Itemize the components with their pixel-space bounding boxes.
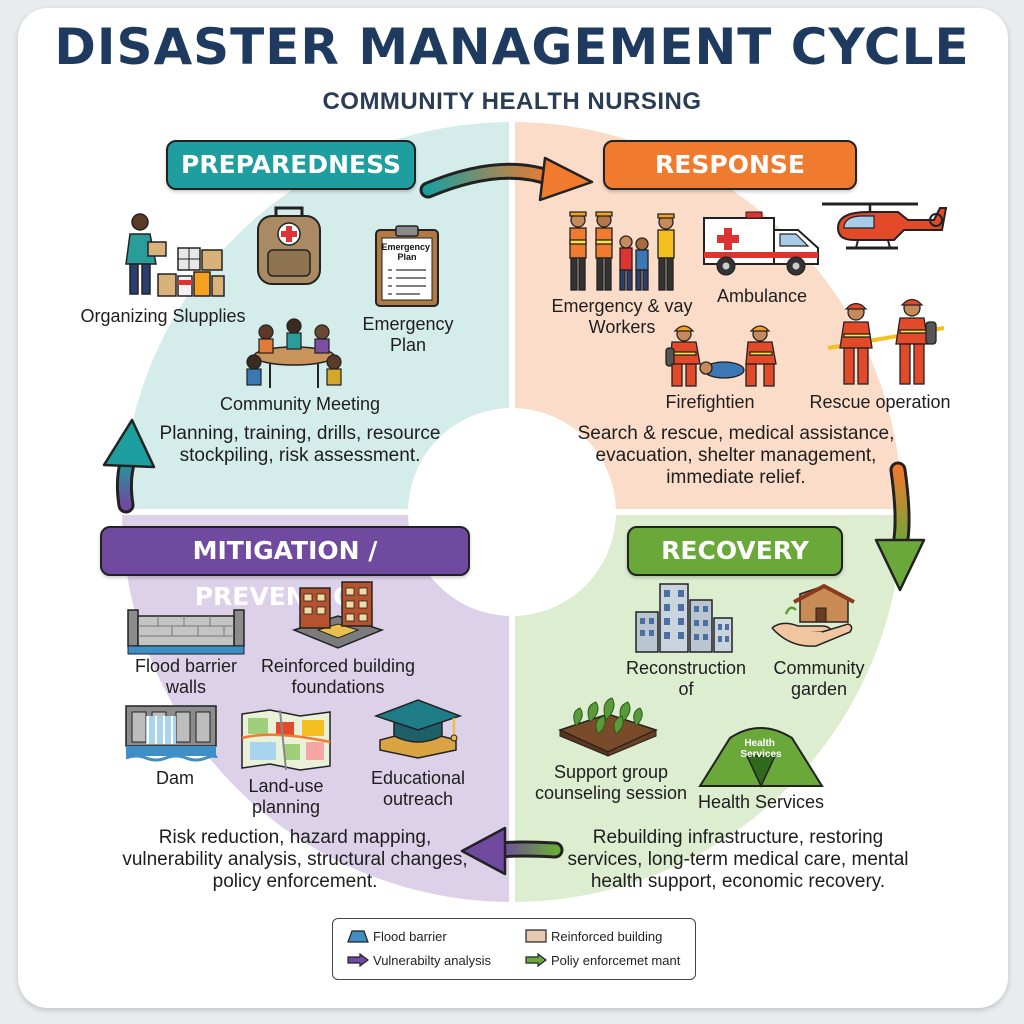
legend-label: Flood barrier bbox=[373, 929, 447, 944]
label-support-group: Support group counseling session bbox=[534, 762, 688, 803]
label-rescue-operation: Rescue operation bbox=[809, 392, 951, 412]
arrow-mitigation-to-preparedness bbox=[102, 418, 156, 514]
organizing-supplies-icon bbox=[118, 210, 228, 305]
legend-item-flood-barrier: Flood barrier bbox=[347, 928, 517, 946]
label-reinforced-building: Reinforced building foundations bbox=[260, 656, 416, 697]
health-services-tent-icon: Health Services bbox=[696, 716, 826, 790]
svg-text:Emergency Plan: Emergency Plan bbox=[381, 242, 432, 262]
tent-text-line: Health bbox=[744, 738, 775, 749]
clipboard-text-line: Emergency bbox=[381, 242, 430, 252]
dam-icon bbox=[125, 702, 218, 764]
graduation-cap-icon bbox=[372, 698, 464, 759]
page-subtitle: COMMUNITY HEALTH NURSING bbox=[322, 88, 702, 115]
flood-barrier-swatch-icon bbox=[347, 930, 369, 943]
firefighters-rescue-icon bbox=[660, 322, 788, 388]
label-emergency-workers: Emergency & vay Workers bbox=[551, 296, 693, 337]
label-ambulance: Ambulance bbox=[716, 286, 808, 306]
label-community-garden: Community garden bbox=[773, 658, 865, 699]
arrow-recovery-to-mitigation bbox=[460, 826, 564, 876]
response-description: Search & rescue, medical assistance, eva… bbox=[577, 423, 895, 488]
helicopter-icon bbox=[818, 198, 948, 256]
emergency-workers-icon bbox=[562, 208, 682, 294]
response-badge: RESPONSE bbox=[603, 140, 857, 190]
recovery-badge: RECOVERY bbox=[627, 526, 843, 576]
legend-item-policy: Poliy enforcemet mant bbox=[525, 952, 690, 970]
legend: Flood barrier Reinforced building Vulner… bbox=[332, 918, 696, 980]
label-land-use-planning: Land-use planning bbox=[248, 776, 324, 817]
preparedness-badge: PREPAREDNESS bbox=[166, 140, 416, 190]
mitigation-quadrant bbox=[122, 512, 512, 902]
hand-house-garden-icon bbox=[770, 584, 856, 650]
purple-arrow-icon bbox=[347, 953, 369, 967]
preparedness-quadrant bbox=[122, 122, 512, 512]
clipboard-text-line: Plan bbox=[397, 252, 416, 262]
green-arrow-icon bbox=[525, 953, 547, 967]
svg-text:Health Services: Health Services bbox=[740, 738, 782, 760]
label-community-meeting: Community Meeting bbox=[219, 394, 381, 414]
label-firefighters: Firefightien bbox=[665, 392, 755, 412]
ambulance-icon bbox=[702, 210, 822, 280]
arrow-preparedness-to-response bbox=[419, 156, 594, 202]
tent-text-line: Services bbox=[740, 749, 782, 760]
flood-barrier-icon bbox=[127, 604, 245, 655]
reconstruction-buildings-icon bbox=[632, 582, 736, 654]
legend-item-vulnerability: Vulnerabilty analysis bbox=[347, 952, 517, 970]
label-educational-outreach: Educational outreach bbox=[370, 768, 466, 809]
rescue-operation-icon bbox=[826, 298, 946, 388]
emergency-plan-clipboard-icon: Emergency Plan bbox=[374, 224, 440, 308]
backpack-icon bbox=[248, 200, 330, 288]
land-use-map-icon bbox=[240, 708, 332, 772]
mitigation-badge: MITIGATION / PREVENTION bbox=[100, 526, 470, 611]
legend-label: Vulnerabilty analysis bbox=[373, 953, 492, 968]
label-reconstruction: Reconstruction of bbox=[625, 658, 747, 699]
preparedness-description: Planning, training, drills, resource sto… bbox=[159, 423, 441, 466]
mitigation-description: Risk reduction, hazard mapping, vulnerab… bbox=[122, 827, 468, 892]
community-meeting-icon bbox=[240, 318, 348, 390]
label-organizing-supplies: Organizing Slupplies bbox=[80, 306, 246, 326]
page-title: DISASTER MANAGEMENT CYCLE bbox=[54, 18, 970, 76]
label-emergency-plan: Emergency Plan bbox=[362, 314, 454, 355]
legend-label: Poliy enforcemet mant bbox=[551, 953, 681, 968]
label-flood-barrier: Flood barrier walls bbox=[134, 656, 238, 697]
legend-label: Reinforced building bbox=[551, 929, 663, 944]
label-dam: Dam bbox=[155, 768, 194, 788]
arrow-response-to-recovery bbox=[874, 461, 926, 592]
legend-item-reinforced-building: Reinforced building bbox=[525, 928, 690, 946]
label-health-services: Health Services bbox=[697, 792, 825, 812]
reinforced-building-icon bbox=[290, 580, 386, 652]
recovery-description: Rebuilding infrastructure, restoring ser… bbox=[567, 827, 909, 892]
garden-bed-icon bbox=[556, 692, 659, 757]
reinforced-building-swatch-icon bbox=[525, 929, 547, 943]
